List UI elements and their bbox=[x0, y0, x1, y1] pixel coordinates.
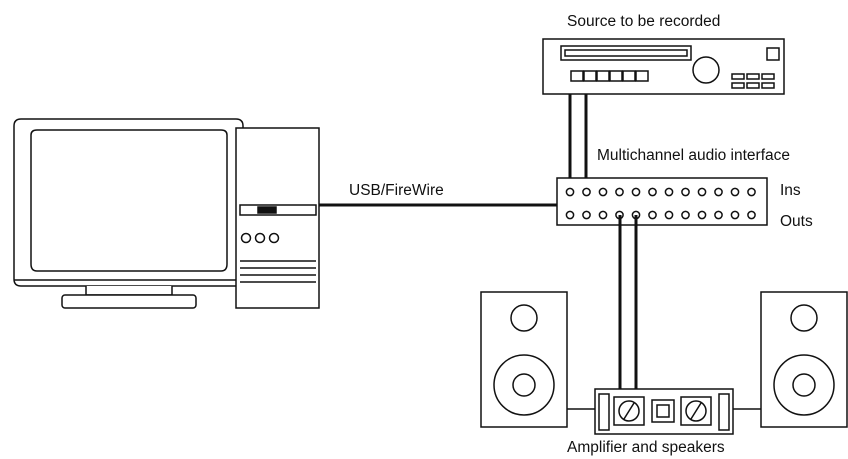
outs-label: Outs bbox=[780, 213, 813, 230]
ins-label: Ins bbox=[780, 182, 801, 199]
input-jack bbox=[582, 187, 591, 197]
input-jack bbox=[648, 187, 657, 197]
input-jack bbox=[664, 187, 674, 197]
amplifier-icon bbox=[594, 388, 734, 435]
speaker-icon bbox=[760, 291, 848, 428]
output-jack bbox=[648, 210, 657, 220]
input-jack bbox=[697, 187, 707, 197]
input-jack bbox=[565, 187, 575, 197]
output-jack bbox=[598, 210, 608, 220]
audio-interface-icon bbox=[556, 177, 768, 226]
input-jack bbox=[747, 187, 756, 197]
speaker-icon bbox=[480, 291, 568, 428]
output-jack bbox=[714, 210, 723, 220]
interface-label: Multichannel audio interface bbox=[597, 147, 791, 164]
input-jack bbox=[598, 187, 608, 197]
source-label: Source to be recorded bbox=[567, 13, 721, 30]
connection-label: USB/FireWire bbox=[349, 182, 444, 199]
output-jack bbox=[565, 210, 575, 220]
output-jack bbox=[747, 210, 756, 220]
computer-tower-icon bbox=[235, 127, 320, 309]
input-jack bbox=[631, 187, 641, 197]
input-jack bbox=[730, 187, 740, 197]
output-jack bbox=[681, 210, 690, 220]
input-jack bbox=[681, 187, 690, 197]
output-jack bbox=[582, 210, 591, 220]
output-jack bbox=[730, 210, 740, 220]
output-jack bbox=[664, 210, 674, 220]
monitor-icon bbox=[13, 118, 244, 309]
input-jacks bbox=[565, 187, 756, 197]
input-jack bbox=[615, 187, 624, 197]
output-jack bbox=[697, 210, 707, 220]
recording-device-icon bbox=[542, 38, 785, 95]
input-jack bbox=[714, 187, 723, 197]
amplifier-label: Amplifier and speakers bbox=[567, 439, 725, 456]
